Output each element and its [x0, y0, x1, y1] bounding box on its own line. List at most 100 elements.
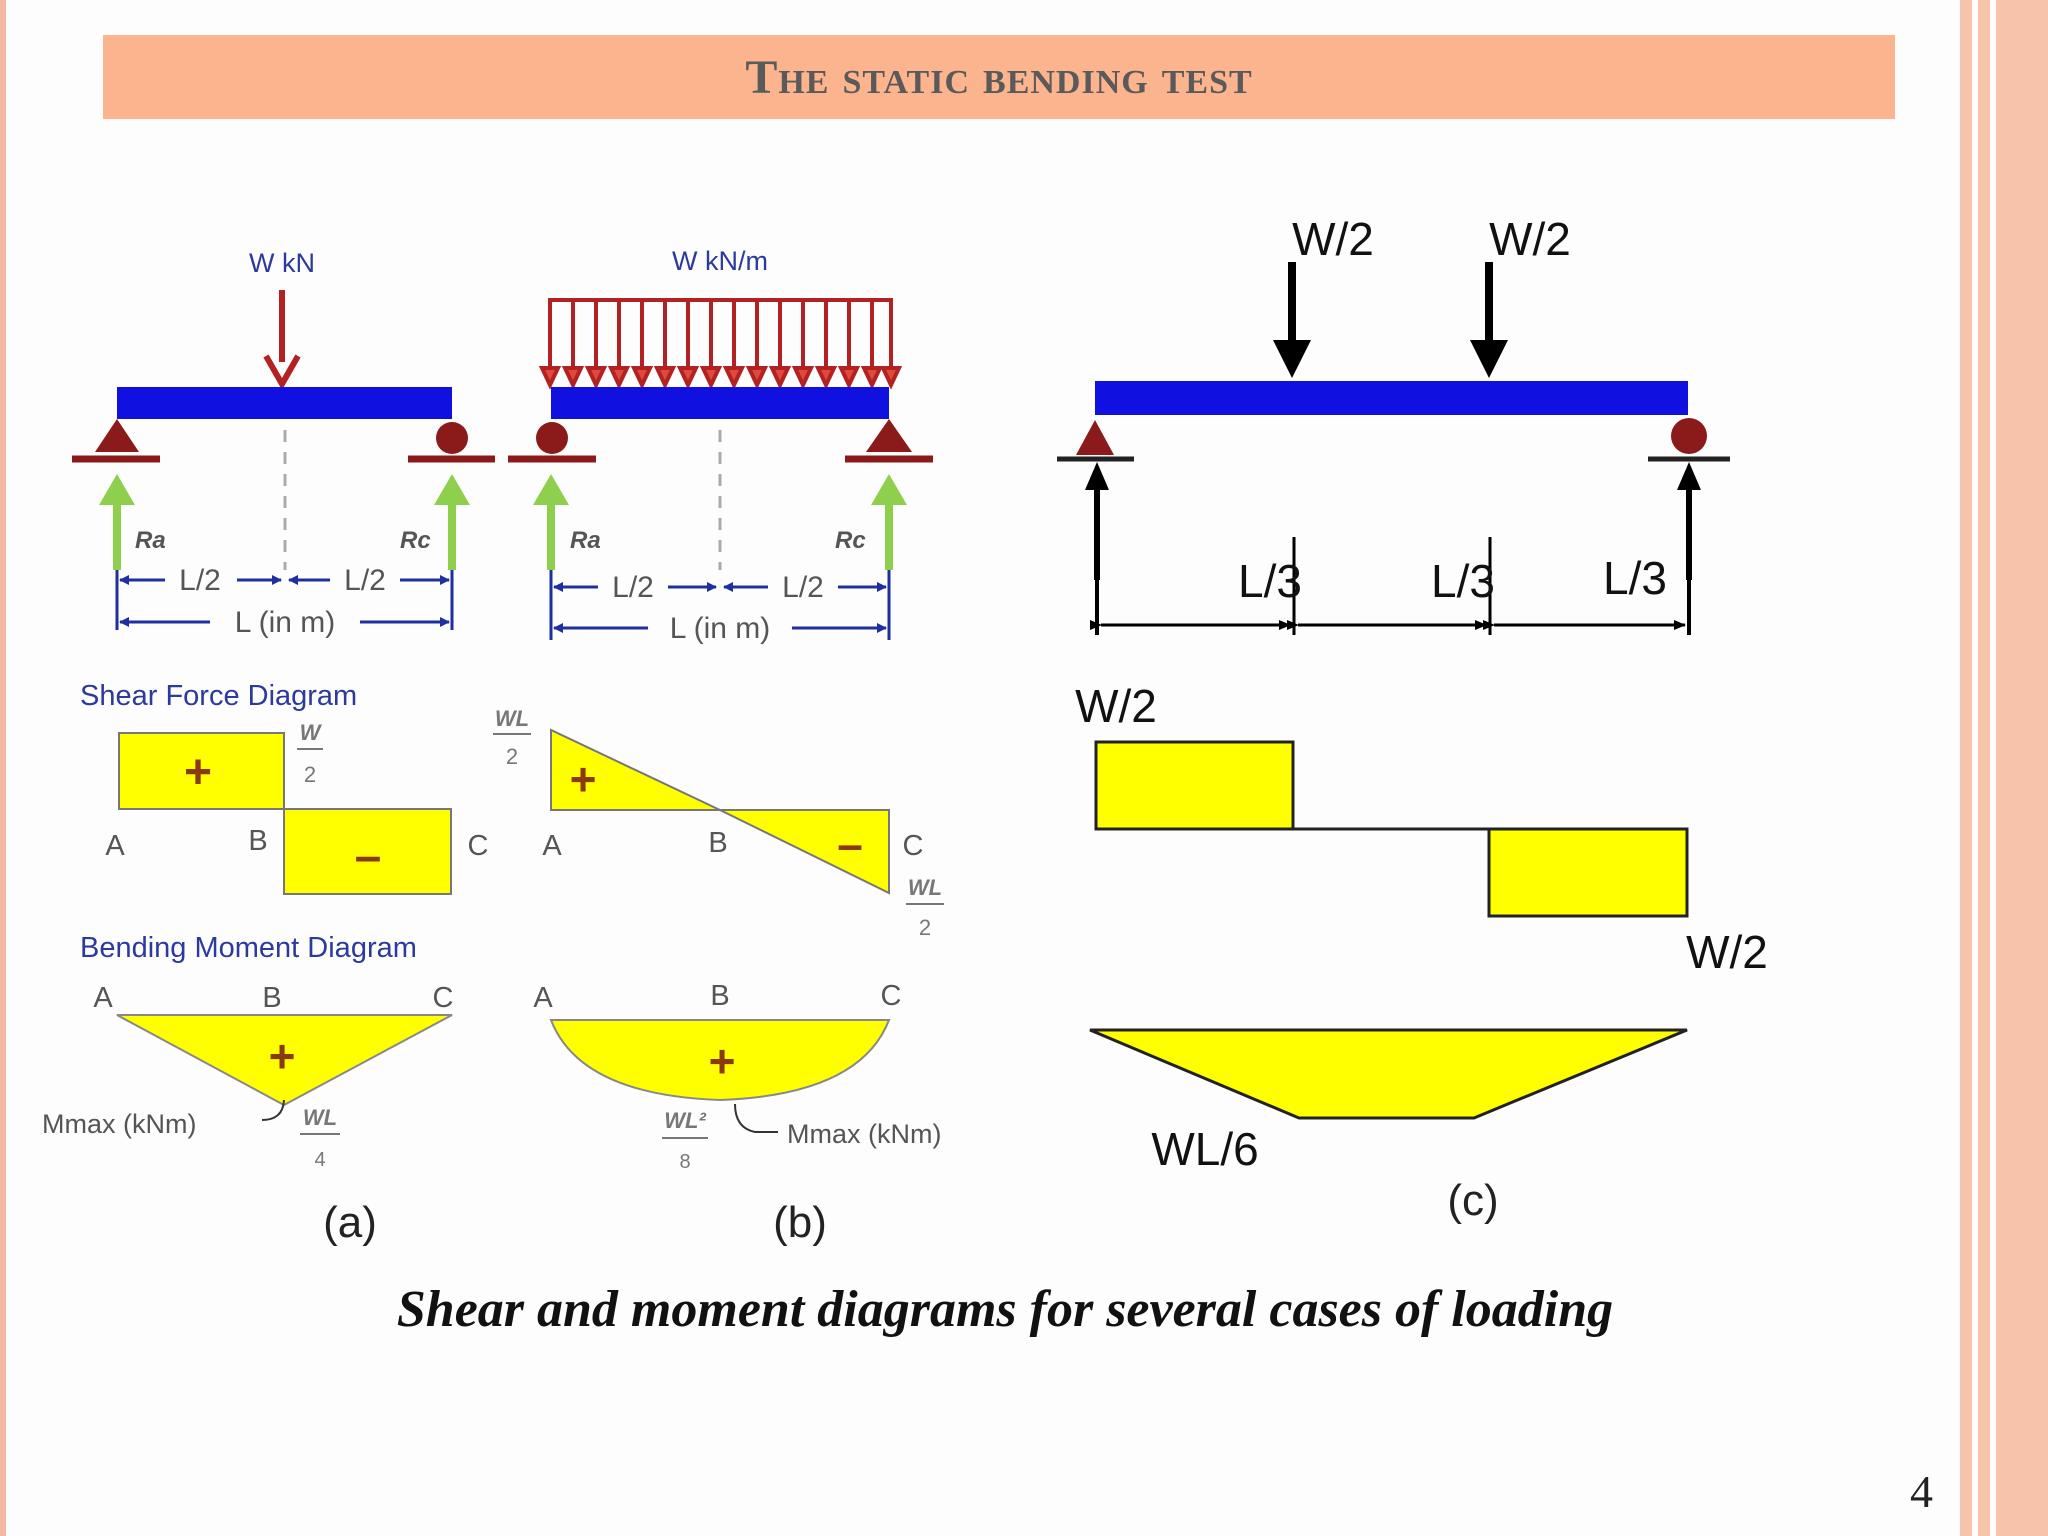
bmd-point-c: C: [881, 980, 902, 1012]
reaction-label-ra: Ra: [135, 527, 166, 554]
roller-support-left: [508, 422, 596, 463]
sfd-negative-block: [1487, 827, 1689, 918]
dim-half-left: L/2: [179, 564, 221, 597]
bmd-trapezoid: [1089, 1028, 1688, 1120]
panel-c-label: (c): [1447, 1176, 1498, 1225]
dimension-lines: [115, 570, 454, 630]
load-label-1: W/2: [1292, 213, 1374, 265]
panel-b-label: (b): [773, 1198, 827, 1247]
dimension-lines: [549, 570, 891, 640]
dim-third-2: L/3: [1431, 555, 1495, 607]
mmax-denominator: 4: [314, 1149, 325, 1171]
load-label-2: W/2: [1489, 213, 1571, 265]
reaction-arrow-right: [1677, 462, 1701, 580]
dim-third-1: L/3: [1238, 555, 1302, 607]
panel-c: W/2 W/2: [1057, 213, 1768, 1225]
bmd-point-b: B: [262, 982, 281, 1014]
point-load-arrow-2: [1470, 262, 1508, 378]
dim-span: L (in m): [235, 606, 336, 639]
bmd-point-a: A: [93, 982, 113, 1014]
page-number: 4: [1910, 1466, 1933, 1517]
bmd-point-a: A: [533, 982, 553, 1014]
shear-bottom-label: W/2: [1686, 926, 1768, 978]
slide-title: The static bending test: [745, 50, 1253, 104]
mmax-label: Mmax (kNm): [42, 1109, 196, 1139]
sfd-point-b: B: [248, 825, 267, 857]
shear-top-label: W/2: [1075, 680, 1157, 732]
sfd-positive-block: [1094, 740, 1295, 831]
mmax-numerator: WL: [303, 1105, 337, 1130]
roller-support-right: [1648, 418, 1730, 462]
bmd-plus-sign: +: [709, 1035, 736, 1087]
beam: [117, 387, 452, 419]
panel-a-label: (a): [323, 1198, 377, 1247]
bmd-triangle: [116, 1014, 453, 1107]
reaction-label-rc: Rc: [400, 527, 431, 554]
roller-support-right: [408, 422, 495, 463]
dim-half-right: L/2: [344, 564, 386, 597]
bmd-point-b: B: [710, 980, 729, 1012]
reaction-label-rc: Rc: [835, 527, 866, 554]
mmax-leader: [261, 1099, 285, 1121]
bmd-title: Bending Moment Diagram: [80, 932, 417, 964]
panel-a: W kN Ra Rc: [42, 248, 495, 1247]
point-load-arrow-1: [1273, 262, 1311, 378]
reaction-arrow-left: [1085, 462, 1109, 580]
dim-third-3: L/3: [1603, 552, 1667, 604]
reaction-arrow-right: [434, 474, 470, 570]
sfd-top-numerator: WL: [495, 706, 529, 731]
dim-half-right: L/2: [782, 571, 824, 604]
title-bar: The static bending test: [103, 35, 1895, 119]
sfd-positive-block: [118, 732, 285, 810]
mmax-denominator: 8: [679, 1151, 690, 1173]
sfd-point-c: C: [468, 830, 489, 862]
dimension-lines: [1090, 537, 1691, 635]
reaction-arrow-left: [99, 474, 135, 570]
sfd-bottom-denominator: 2: [919, 915, 931, 940]
sfd-minus-sign: –: [355, 830, 382, 883]
mmax-label: Mmax (kNm): [787, 1119, 941, 1149]
slide-right-border: [1960, 0, 2048, 1536]
panel-a-load-label: W kN: [249, 248, 315, 278]
slide-left-border: [0, 0, 6, 1536]
distributed-load: [538, 298, 903, 390]
sfd-negative-triangle: [719, 809, 890, 895]
dim-span: L (in m): [670, 612, 771, 645]
panel-b-load-label: W kN/m: [672, 246, 768, 276]
border-stripe: [1990, 0, 1996, 1536]
pin-support-right: [845, 419, 933, 463]
sfd-value-denominator: 2: [304, 762, 316, 787]
bmd-plus-sign: +: [269, 1030, 296, 1082]
sfd-point-b: B: [708, 827, 727, 859]
sfd-point-a: A: [105, 830, 125, 862]
bmd-point-c: C: [433, 982, 454, 1014]
reaction-arrow-right: [871, 474, 907, 570]
sfd-positive-triangle: [550, 728, 721, 811]
sfd-point-c: C: [903, 830, 924, 862]
figure-caption: Shear and moment diagrams for several ca…: [396, 1281, 1614, 1338]
sfd-point-a: A: [542, 830, 562, 862]
pin-support-left: [72, 419, 160, 463]
beam: [551, 387, 889, 419]
panel-b: W kN/m: [493, 246, 944, 1247]
sfd-title: Shear Force Diagram: [80, 680, 357, 712]
moment-label: WL/6: [1151, 1123, 1258, 1175]
sfd-bottom-numerator: WL: [908, 875, 942, 900]
mmax-numerator: WL²: [664, 1108, 706, 1133]
sfd-plus-sign: +: [570, 753, 597, 805]
sfd-plus-sign: +: [184, 746, 212, 799]
sfd-negative-block: [283, 808, 452, 895]
beam: [1095, 381, 1688, 415]
reaction-arrow-left: [533, 474, 569, 570]
sfd-minus-sign: –: [837, 818, 863, 870]
bmd-parabola: [549, 1019, 891, 1102]
point-load-arrow: [263, 290, 301, 391]
sfd-value-numerator: W: [300, 720, 323, 745]
border-stripe: [1972, 0, 1978, 1536]
pin-support-left: [1057, 420, 1134, 462]
reaction-label-ra: Ra: [570, 527, 601, 554]
mmax-leader: [734, 1103, 778, 1133]
dim-half-left: L/2: [612, 571, 654, 604]
sfd-top-denominator: 2: [506, 744, 518, 769]
